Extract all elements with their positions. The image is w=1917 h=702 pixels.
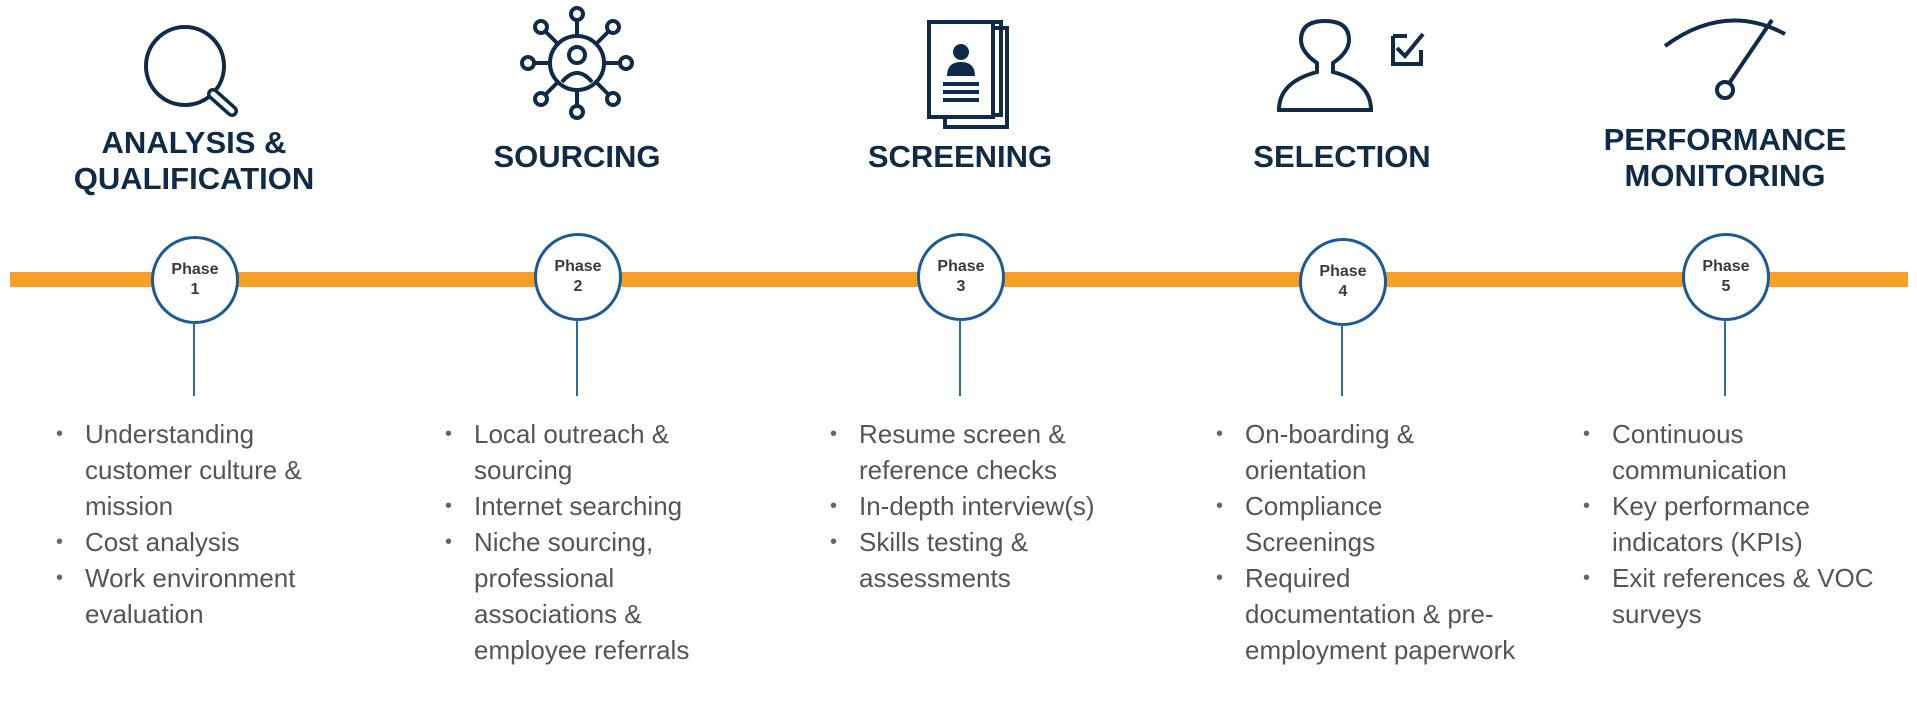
phase-node: Phase 2 — [534, 233, 622, 321]
list-item: Work environment evaluation — [56, 560, 356, 632]
resume-document-icon — [895, 10, 1025, 140]
list-item: Niche sourcing, professional association… — [445, 524, 745, 668]
phase-1: ANALYSIS & QUALIFICATION Phase 1 Underst… — [4, 0, 384, 702]
phase-node-number: 5 — [1721, 278, 1731, 295]
network-person-icon — [512, 0, 642, 130]
list-item: Key performance indicators (KPIs) — [1583, 488, 1883, 560]
phase-bullet-list: Continuous communication Key performance… — [1583, 416, 1883, 632]
phase-title: SOURCING — [493, 139, 661, 174]
phase-title: PERFORMANCE MONITORING — [1603, 122, 1847, 193]
phase-node-number: 2 — [573, 278, 583, 295]
phase-connector — [193, 322, 195, 396]
phase-connector — [576, 319, 578, 396]
phase-connector — [1724, 319, 1726, 396]
phase-node-label: Phase — [1702, 258, 1750, 275]
phase-title: SELECTION — [1253, 139, 1431, 174]
phase-bullet-list: Understanding customer culture & mission… — [56, 416, 356, 632]
person-checkbox-icon — [1277, 0, 1427, 130]
phase-node: Phase 1 — [151, 236, 239, 324]
list-item: Compliance Screenings — [1216, 488, 1516, 560]
phase-node-number: 1 — [190, 281, 200, 298]
phase-connector — [959, 319, 961, 396]
list-item: On-boarding & orientation — [1216, 416, 1516, 488]
list-item: Internet searching — [445, 488, 745, 524]
list-item: Cost analysis — [56, 524, 356, 560]
list-item: Continuous communication — [1583, 416, 1883, 488]
phase-connector — [1341, 324, 1343, 396]
list-item: Exit references & VOC surveys — [1583, 560, 1883, 632]
list-item: Required documentation & pre-employment … — [1216, 560, 1516, 668]
phase-node-label: Phase — [554, 258, 602, 275]
phase-2: SOURCING Phase 2 Local outreach & sourci… — [387, 0, 767, 702]
list-item: Local outreach & sourcing — [445, 416, 745, 488]
phase-node-label: Phase — [937, 258, 985, 275]
phase-bullet-list: Resume screen & reference checks In-dept… — [830, 416, 1130, 596]
phase-node: Phase 4 — [1299, 238, 1387, 326]
phase-node: Phase 5 — [1682, 233, 1770, 321]
gauge-icon — [1660, 8, 1790, 138]
phase-bullet-list: Local outreach & sourcing Internet searc… — [445, 416, 745, 668]
phase-3: SCREENING Phase 3 Resume screen & refere… — [770, 0, 1150, 702]
magnifier-icon — [129, 14, 259, 144]
phase-node-label: Phase — [171, 261, 219, 278]
phase-node: Phase 3 — [917, 233, 1005, 321]
phase-bullet-list: On-boarding & orientation Compliance Scr… — [1216, 416, 1516, 668]
phase-node-number: 4 — [1338, 283, 1348, 300]
list-item: In-depth interview(s) — [830, 488, 1130, 524]
list-item: Understanding customer culture & mission — [56, 416, 356, 524]
phase-node-label: Phase — [1319, 263, 1367, 280]
phase-title: SCREENING — [867, 139, 1053, 174]
phase-5: PERFORMANCE MONITORING Phase 5 Continuou… — [1535, 0, 1915, 702]
phase-4: SELECTION Phase 4 On-boarding & orientat… — [1152, 0, 1532, 702]
phase-title: ANALYSIS & QUALIFICATION — [73, 125, 315, 196]
list-item: Resume screen & reference checks — [830, 416, 1130, 488]
list-item: Skills testing & assessments — [830, 524, 1130, 596]
phase-node-number: 3 — [956, 278, 966, 295]
